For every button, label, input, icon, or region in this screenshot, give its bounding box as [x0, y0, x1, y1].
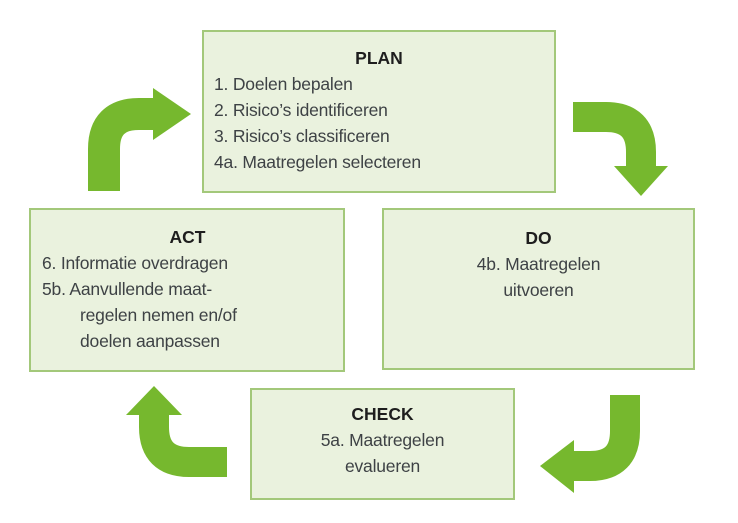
act-box: ACT 6. Informatie overdragen 5b. Aanvull…	[29, 208, 345, 372]
do-box: DO 4b. Maatregelen uitvoeren	[382, 208, 695, 370]
check-line-1: 5a. Maatregelen	[320, 430, 445, 450]
plan-item-4: 4a. Maatregelen selecteren	[214, 152, 421, 172]
act-item-2-line-2: regelen nemen en/of	[80, 305, 237, 325]
act-heading: ACT	[169, 227, 206, 247]
act-item-2-line-3: doelen aanpassen	[80, 331, 220, 351]
do-line-2: uitvoeren	[503, 280, 574, 300]
plan-item-1: 1. Doelen bepalen	[214, 74, 353, 94]
do-line-1: 4b. Maatregelen	[476, 254, 601, 274]
check-line-2: evalueren	[344, 456, 421, 476]
plan-box: PLAN 1. Doelen bepalen 2. Risico’s ident…	[202, 30, 556, 193]
check-box: CHECK 5a. Maatregelen evalueren	[250, 388, 515, 500]
check-heading: CHECK	[351, 404, 414, 424]
plan-item-3: 3. Risico’s classificeren	[214, 126, 390, 146]
arrow-act-to-plan-icon	[88, 88, 191, 191]
plan-heading: PLAN	[355, 48, 403, 68]
do-heading: DO	[525, 228, 552, 248]
arrow-check-to-act-icon	[126, 386, 227, 477]
act-item-1: 6. Informatie overdragen	[42, 253, 228, 273]
arrow-do-to-check-icon	[540, 395, 640, 493]
plan-item-2: 2. Risico’s identificeren	[214, 100, 388, 120]
act-item-2-line-1: 5b. Aanvullende maat-	[42, 279, 212, 299]
arrow-plan-to-do-icon	[573, 102, 668, 196]
